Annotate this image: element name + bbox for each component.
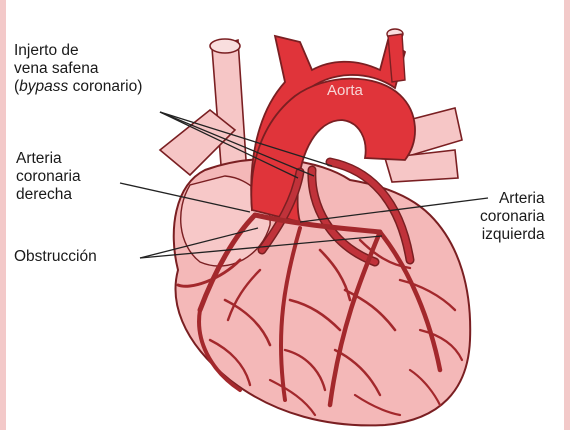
graft-label-italic: bypass (19, 78, 69, 95)
bypass-graft-1-fill (259, 169, 303, 253)
obstruction-label: Obstrucción (14, 248, 97, 265)
aortic-branch (387, 33, 406, 83)
graft-label-line1: Injerto de (14, 42, 79, 59)
vena-cava-opening (209, 38, 241, 54)
graft-label-line3: (bypass coronario) (14, 78, 143, 95)
left-vessel-branch (158, 108, 237, 177)
aorta-label: Aorta (327, 82, 363, 99)
leader-lines (119, 111, 489, 259)
graft-label-line2: vena safena (14, 60, 99, 77)
coronary-arteries (176, 212, 464, 417)
bypass-graft-3-fill (327, 159, 413, 263)
left-coronary-label: Arteria coronaria izquierda (480, 190, 545, 243)
superior-vena-cava (211, 38, 247, 180)
right-coronary-label: Arteria coronaria derecha (16, 150, 81, 203)
graft-label: Injerto de vena safena (bypass coronario… (14, 42, 142, 96)
bypass-graft-2-fill (308, 167, 378, 265)
